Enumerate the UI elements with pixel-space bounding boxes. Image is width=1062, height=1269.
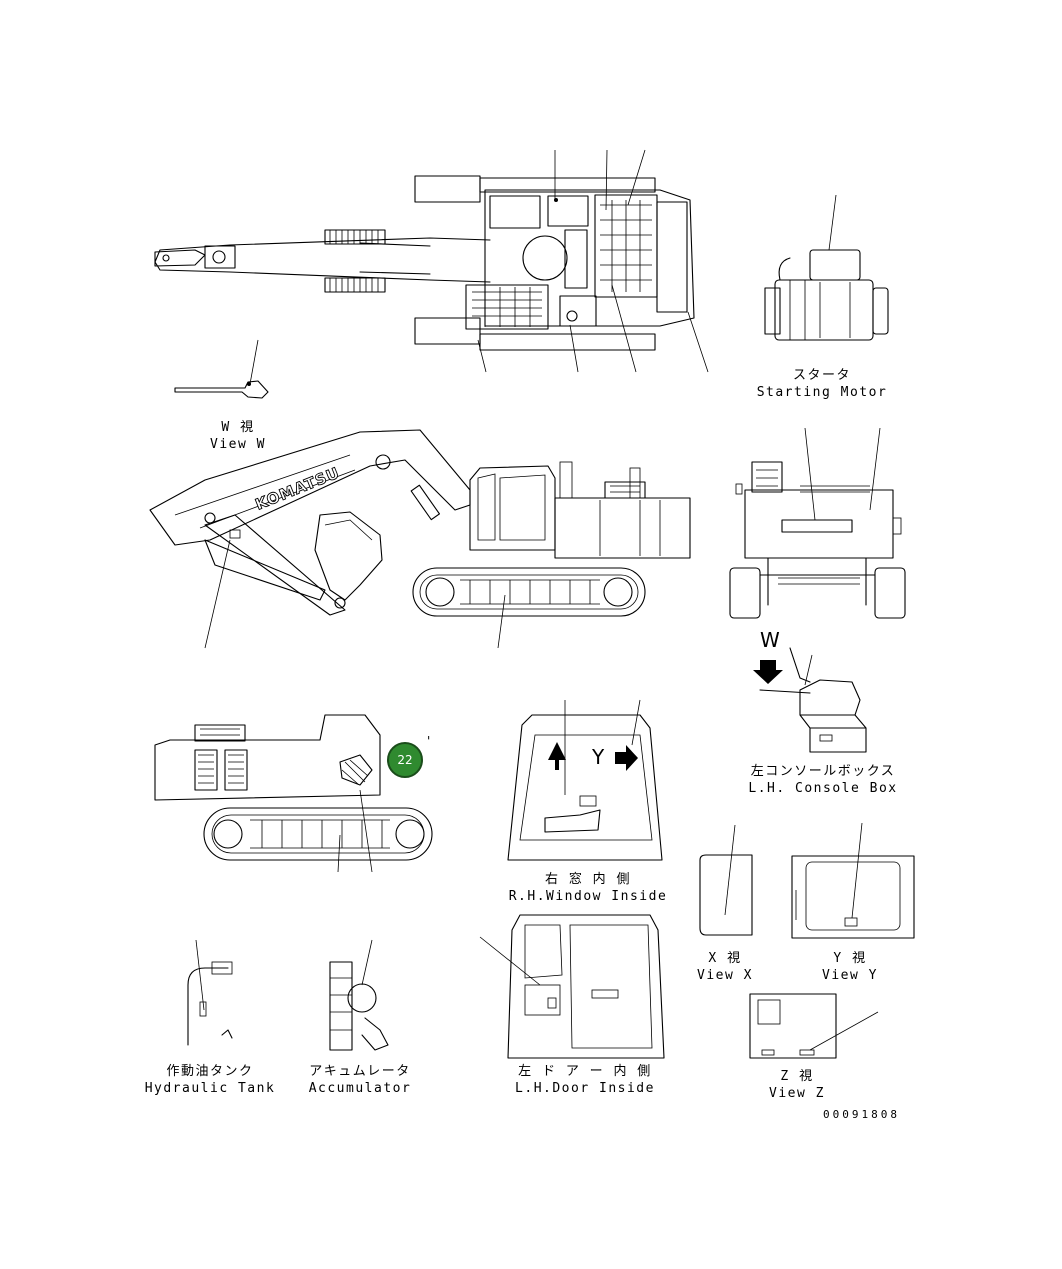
- caption-view-w: W 視 View W: [178, 419, 298, 453]
- view-z-drawing: [749, 993, 879, 1059]
- caption-starting-motor: スタータ Starting Motor: [742, 367, 902, 401]
- caption-hydraulic-tank-en: Hydraulic Tank: [144, 1081, 276, 1096]
- caption-hydraulic-tank: 作動油タンク Hydraulic Tank: [140, 1063, 280, 1097]
- caption-view-x: X 視 View X: [680, 950, 770, 984]
- brand-lettering: KOMATSU: [253, 464, 343, 514]
- caption-lh-console-box-en: L.H. Console Box: [748, 781, 898, 796]
- hydraulic-tank-drawing: [187, 939, 233, 1046]
- caption-view-x-en: View X: [697, 968, 753, 983]
- caption-view-z-en: View Z: [769, 1086, 825, 1101]
- caption-lh-console-box: 左コンソールボックス L.H. Console Box: [733, 763, 913, 797]
- caption-accumulator-en: Accumulator: [308, 1081, 412, 1096]
- caption-view-w-jp: W 視: [221, 420, 255, 435]
- rh-window-inside-drawing: [507, 699, 663, 861]
- caption-lh-door-inside-jp: 左 ド ア ー 内 側: [518, 1064, 652, 1079]
- caption-view-x-jp: X 視: [708, 951, 742, 966]
- caption-lh-door-inside-en: L.H.Door Inside: [515, 1081, 655, 1096]
- callout-mark: ': [427, 734, 431, 748]
- document-number: 00091808: [823, 1108, 900, 1121]
- caption-view-z-jp: Z 視: [780, 1069, 814, 1084]
- view-w-detail: [174, 339, 269, 399]
- caption-starting-motor-en: Starting Motor: [756, 385, 888, 400]
- accumulator-drawing: [329, 939, 389, 1051]
- caption-rh-window-inside: 右 窓 内 側 R.H.Window Inside: [498, 871, 678, 905]
- caption-rh-window-inside-en: R.H.Window Inside: [508, 889, 668, 904]
- callout-number: 22: [397, 753, 413, 767]
- caption-hydraulic-tank-jp: 作動油タンク: [166, 1064, 254, 1079]
- caption-accumulator-jp: アキュムレータ: [309, 1064, 411, 1079]
- caption-lh-door-inside: 左 ド ア ー 内 側 L.H.Door Inside: [495, 1063, 675, 1097]
- view-letter-y: Y: [592, 745, 605, 769]
- caption-view-y: Y 視 View Y: [805, 950, 895, 984]
- caption-view-z: Z 視 View Z: [752, 1068, 842, 1102]
- caption-view-y-jp: Y 視: [833, 951, 867, 966]
- view-y-drawing: [791, 822, 915, 939]
- caption-starting-motor-jp: スタータ: [792, 368, 851, 383]
- console-box-drawing: [753, 647, 867, 753]
- caption-view-y-en: View Y: [822, 968, 878, 983]
- caption-rh-window-inside-jp: 右 窓 内 側: [545, 872, 631, 887]
- callout-badge[interactable]: 22: [387, 742, 423, 778]
- starting-motor-drawing: [764, 194, 889, 341]
- lh-door-inside-drawing: [479, 914, 665, 1059]
- caption-lh-console-box-jp: 左コンソールボックス: [750, 764, 896, 779]
- view-letter-w: W: [760, 628, 780, 652]
- side-view-excavator: KOMATSU: [149, 429, 691, 649]
- caption-accumulator: アキュムレータ Accumulator: [295, 1063, 425, 1097]
- top-view-excavator: [154, 149, 709, 373]
- caption-view-w-en: View W: [210, 437, 266, 452]
- rear-view-excavator: [729, 427, 906, 619]
- view-x-drawing: [699, 824, 753, 936]
- left-side-excavator: [154, 714, 433, 873]
